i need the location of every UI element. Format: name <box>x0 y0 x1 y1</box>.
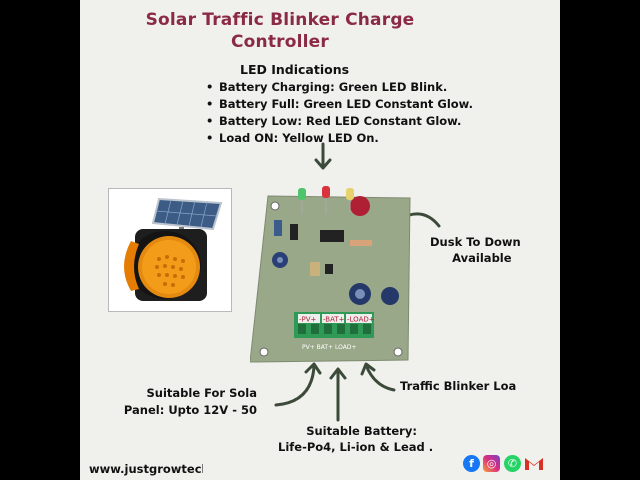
title-line-1: Solar Traffic Blinker Charge <box>145 10 415 30</box>
solar-panel-label: Suitable For Sola <box>146 386 258 400</box>
whatsapp-icon[interactable]: ✆ <box>504 455 521 472</box>
facebook-icon[interactable]: f <box>463 455 480 472</box>
led-item: Battery Charging: Green LED Blink. <box>206 79 473 96</box>
terminal-pv-label: -PV+ <box>299 316 317 324</box>
circuit-board: -PV+ -BAT+ -LOAD+ PV+ BAT+ LOAD+ <box>250 186 411 363</box>
blinker-photo <box>108 188 232 312</box>
dusk-label: Dusk To Down Available <box>430 235 521 265</box>
product-card: Solar Traffic Blinker Charge Controller … <box>80 0 560 480</box>
website-url[interactable]: www.justgrowtechno <box>89 462 203 476</box>
led-list: Battery Charging: Green LED Blink. Batte… <box>206 79 473 147</box>
gmail-icon[interactable] <box>524 455 544 472</box>
led-item: Battery Low: Red LED Constant Glow. <box>206 113 473 130</box>
load-label: Traffic Blinker Loa <box>400 379 517 393</box>
terminal-silkscreen: PV+ BAT+ LOAD+ <box>302 344 357 351</box>
led-heading: LED Indications <box>240 62 350 77</box>
terminal-load-label: -LOAD+ <box>347 316 375 324</box>
arrow-up-icon <box>329 367 347 422</box>
led-item: Battery Full: Green LED Constant Glow. <box>206 96 473 113</box>
arrow-down-icon <box>314 142 332 170</box>
battery-label: Suitable Battery: Life-Po4, Li-ion & Lea… <box>278 424 434 454</box>
led-item: Load ON: Yellow LED On. <box>206 130 473 147</box>
terminal-bat-label: -BAT+ <box>323 316 345 324</box>
arrow-up-right-icon <box>360 362 396 392</box>
title-line-2: Controller <box>230 32 329 52</box>
arrow-up-left-icon <box>274 362 322 407</box>
instagram-icon[interactable]: ◎ <box>483 455 500 472</box>
